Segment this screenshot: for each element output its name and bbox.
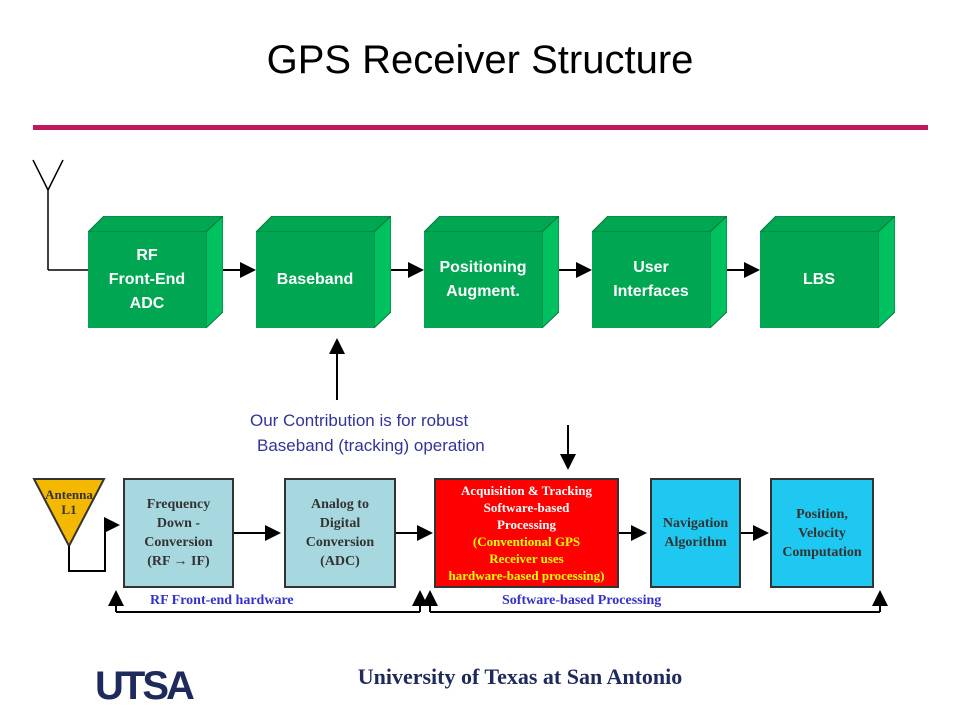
box-label-line: Conversion [144, 535, 213, 550]
box-label-line: hardware-based processing) [448, 568, 605, 583]
rf-group-label: RF Front-end hardware [150, 593, 294, 608]
box-label-line: Navigation [662, 516, 729, 531]
university-name: University of Texas at San Antonio [357, 664, 683, 689]
box-label-line: Computation [782, 544, 862, 560]
utsa-logo: UTSA [95, 664, 195, 708]
block-label-line: Positioning [439, 259, 527, 276]
block-label-line: Interfaces [613, 283, 689, 300]
software-group-label: Software-based Processing [502, 593, 662, 608]
box-label-line: (ADC) [320, 554, 360, 569]
title-divider [33, 125, 928, 130]
antenna-label-line: L1 [61, 502, 77, 517]
block-label: LBS [760, 232, 878, 328]
antenna-label: Antenna L1 [34, 487, 104, 517]
block-label-line: Front-End [108, 271, 186, 288]
software-group-bracket [422, 590, 888, 613]
box-label-line: Position, [796, 506, 848, 522]
box-label-line: Conversion [305, 535, 375, 550]
antenna-label-line: Antenna [45, 487, 93, 502]
box-label-line: Frequency [146, 497, 211, 512]
contribution-note-line: Our Contribution is for robust [250, 411, 469, 430]
box-label-line: (RF → IF) [147, 554, 210, 569]
box-label-line: Velocity [798, 525, 846, 541]
box-label-line: Down - [156, 516, 201, 531]
box-label-line: Processing [497, 517, 556, 532]
block-label: Baseband [256, 232, 374, 328]
antenna-triangle-icon [32, 478, 106, 549]
antenna-icon [32, 159, 90, 271]
box-label-line: Algorithm [664, 535, 727, 550]
block-label-line: Baseband [276, 271, 354, 288]
contribution-note-line: Baseband (tracking) operation [257, 436, 485, 455]
box-label-line: Software-based [483, 500, 570, 515]
block-lbs: LBS [760, 216, 895, 328]
box-label-line: (Conventional GPS [472, 534, 581, 549]
block-label-line: ADC [129, 295, 165, 312]
block-label-line: RF [136, 247, 158, 264]
block-label-line: User [633, 259, 669, 276]
block-baseband: Baseband [256, 216, 391, 328]
box-label-line: Acquisition & Tracking [461, 483, 592, 498]
contribution-note: Our Contribution is for robust Baseband … [250, 408, 550, 458]
rf-group-bracket [108, 590, 428, 613]
block-label-line: Augment. [446, 283, 520, 300]
block-label-line: LBS [803, 271, 835, 288]
box-label-line: Digital [319, 516, 361, 531]
box-label-line: Analog to [311, 497, 369, 512]
box-label-line: Receiver uses [489, 551, 564, 566]
page-title: GPS Receiver Structure [266, 38, 694, 82]
